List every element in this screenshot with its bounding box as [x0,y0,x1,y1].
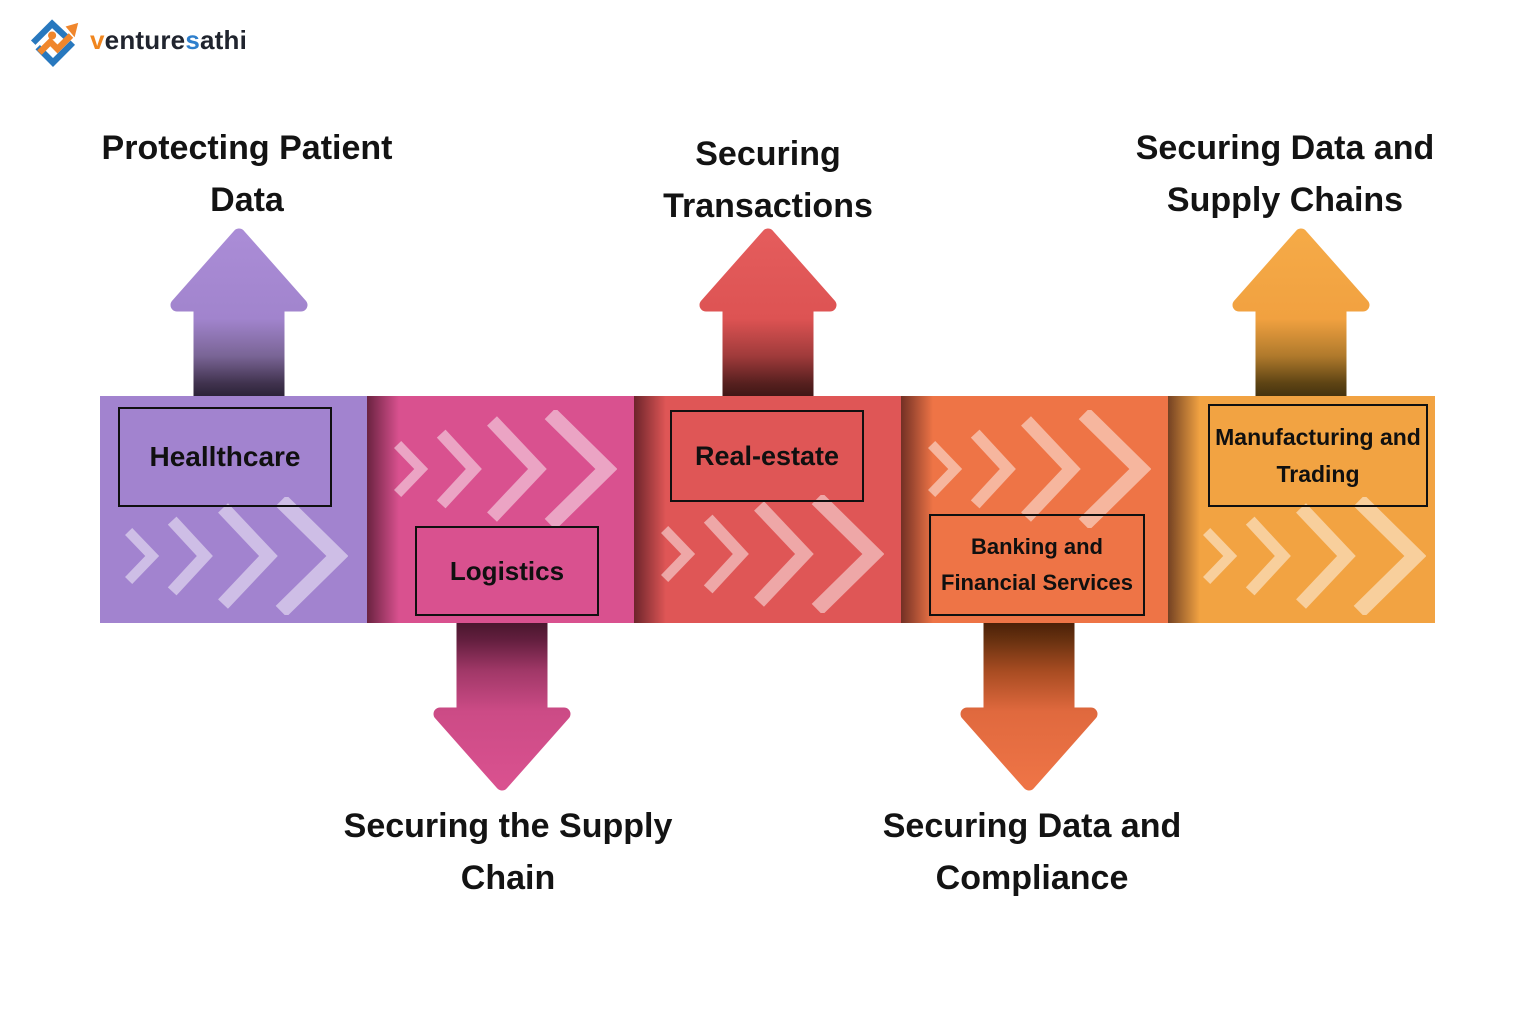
industry-band: Heallthcare [100,396,1435,623]
industry-label: Real-estate [694,440,840,471]
industry-box-manufacturing: Manufacturing and Trading [1208,404,1428,507]
chevrons-icon [1203,497,1426,615]
band-section-real-estate: Real-estate [634,396,901,623]
outcome-label-real-estate: Securing Transactions [663,135,873,225]
band-section-manufacturing: Manufacturing and Trading [1168,396,1435,623]
band-section-logistics: Logistics [367,396,634,623]
industry-box-real-estate: Real-estate [670,410,864,502]
industry-box-logistics: Logistics [415,526,599,616]
chevrons-icon [125,497,348,615]
chevrons-icon [928,410,1151,528]
industry-box-healthcare: Heallthcare [118,407,332,507]
venturesathi-logo-icon [30,19,79,67]
industry-label: Heallthcare [149,441,301,472]
chevrons-icon [661,495,884,613]
down-arrow-logistics [431,623,573,791]
venturesathi-wordmark: venturesathi [90,24,248,55]
outcome-label-logistics: Securing the Supply Chain [343,807,673,897]
chevrons-icon [394,410,617,528]
venturesathi-logo: venturesathi [26,13,247,67]
industry-label: Banking and Financial Services [941,534,1133,595]
up-arrow-real-estate [697,228,839,396]
up-arrow-healthcare [168,228,310,396]
outcome-label-healthcare: Protecting Patient Data [101,129,393,219]
down-arrow-banking [958,623,1100,791]
up-arrow-manufacturing [1230,228,1372,396]
band-section-banking: Banking and Financial Services [901,396,1168,623]
industry-label: Logistics [449,555,565,586]
outcome-label-manufacturing: Securing Data and Supply Chains [1135,129,1435,219]
outcome-label-banking: Securing Data and Compliance [882,807,1182,897]
band-section-healthcare: Heallthcare [100,396,367,623]
industry-label: Manufacturing and Trading [1215,423,1421,487]
industry-box-banking: Banking and Financial Services [929,514,1145,616]
